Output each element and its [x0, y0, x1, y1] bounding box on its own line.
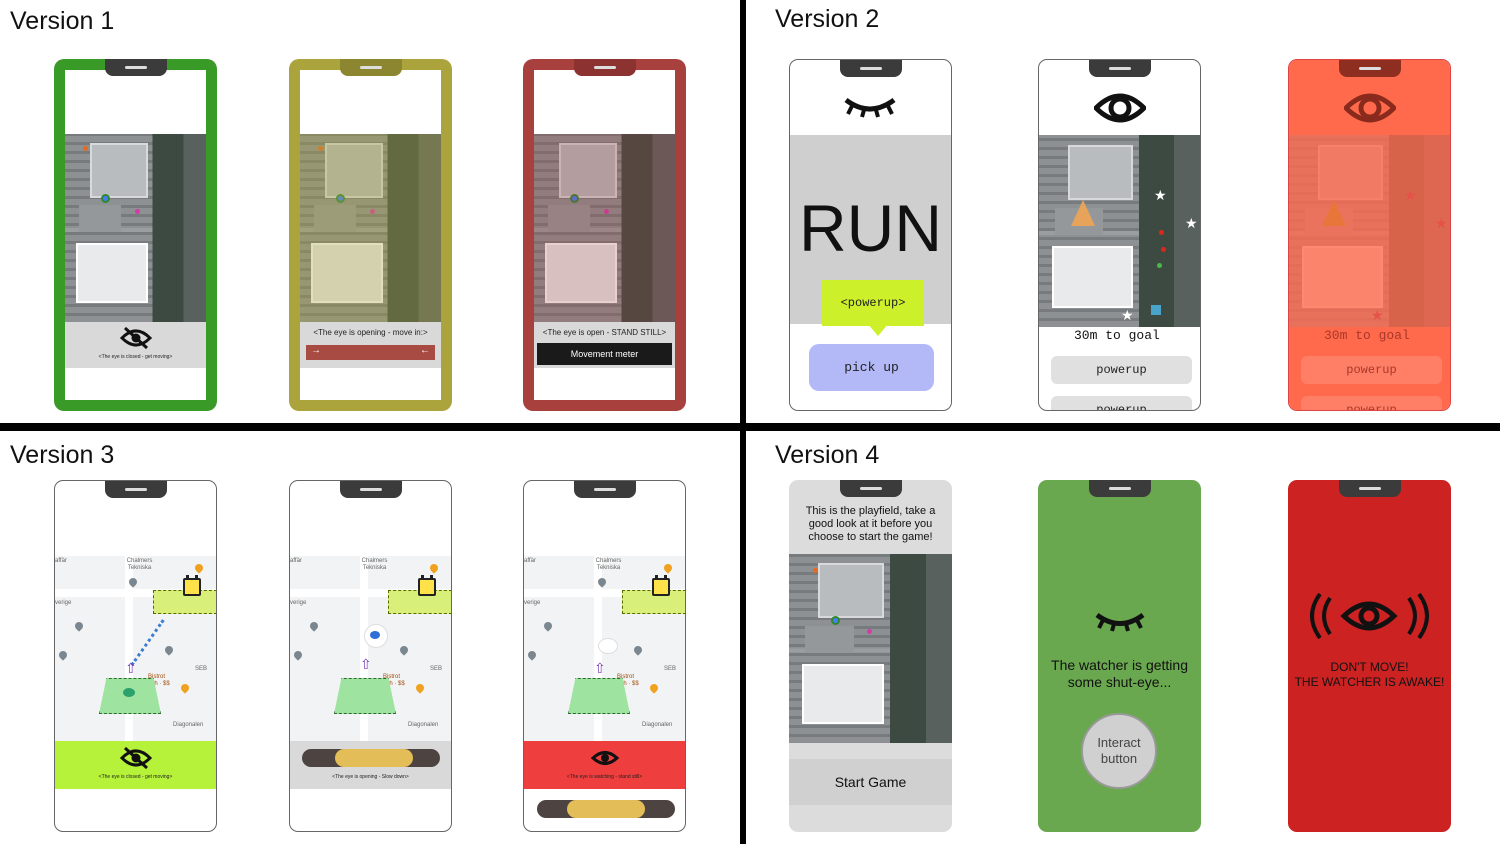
- run-text: RUN: [799, 191, 942, 265]
- satellite-map[interactable]: [300, 134, 441, 322]
- arrow-up-icon: ⇧: [594, 660, 606, 676]
- slider-knob[interactable]: [335, 749, 413, 767]
- bubble-tail: [868, 324, 888, 336]
- watcher-message: The watcher is getting some shut-eye...: [1051, 657, 1188, 690]
- goal-tower-icon: [183, 575, 201, 596]
- arrow-right-icon: →: [311, 345, 321, 356]
- eye-slash-icon: [120, 746, 152, 770]
- map-label: Chalmers Tekniska: [595, 558, 622, 571]
- star-icon: ★: [1404, 187, 1417, 203]
- watching-eye-icon: [1310, 592, 1429, 640]
- version-3-title: Version 3: [10, 441, 115, 469]
- status-bar: <The eye is open - STAND STILL> Movement…: [534, 322, 675, 368]
- v4-screen-3: DON'T MOVE! THE WATCHER IS AWAKE!: [1288, 480, 1451, 832]
- status-caption: <The eye is opening - move in:>: [313, 328, 428, 337]
- interact-button[interactable]: Interact button: [1081, 713, 1157, 789]
- arrow-left-icon: ←: [420, 345, 430, 356]
- status-caption: <The eye is open - STAND STILL>: [542, 328, 667, 337]
- open-eye-icon: [591, 751, 619, 765]
- status-bar: <The eye is closed - get moving>: [55, 741, 216, 789]
- warning-line-1: DON'T MOVE!: [1330, 660, 1409, 674]
- status-bar: <The eye is opening - Slow down>: [290, 741, 451, 789]
- eye-slider[interactable]: [537, 800, 675, 818]
- version-2-title: Version 2: [775, 5, 880, 33]
- warning-line-2: THE WATCHER IS AWAKE!: [1294, 675, 1445, 689]
- v3-screen-3: Chalmers Tekniska verige SEB Diagonalen …: [523, 480, 686, 832]
- street-map[interactable]: Chalmers Tekniska verige SEB Diagonalen …: [524, 556, 685, 741]
- player-triangle: [1071, 200, 1095, 226]
- status-caption: <The eye is watching - stand still>: [566, 774, 643, 780]
- eye-slash-icon: [120, 326, 152, 350]
- version-4-title: Version 4: [775, 441, 880, 469]
- map-label: Diagonalen: [642, 722, 673, 728]
- map-label: Diagonalen: [408, 722, 439, 728]
- distance-to-goal: 30m to goal: [1324, 328, 1410, 343]
- map-label: verige: [55, 600, 72, 606]
- v3-screen-2: Chalmers Tekniska verige SEB Diagonalen …: [289, 480, 452, 832]
- satellite-map[interactable]: [789, 554, 952, 743]
- star-icon: ★: [1435, 215, 1448, 231]
- v1-screen-1: <The eye is closed - get moving>: [54, 59, 217, 411]
- distance-to-goal: 30m to goal: [1074, 328, 1160, 343]
- status-bar: <The eye is watching - stand still>: [524, 741, 685, 789]
- powerup-button[interactable]: powerup: [1301, 356, 1442, 384]
- open-eye-icon: [1094, 93, 1146, 123]
- eye-slider[interactable]: [302, 749, 440, 767]
- satellite-map[interactable]: [65, 134, 206, 322]
- street-map[interactable]: Chalmers Tekniska verige SEB Diagonalen …: [290, 556, 451, 741]
- arrow-up-icon: ⇧: [360, 656, 372, 672]
- start-game-button[interactable]: Start Game: [789, 759, 952, 805]
- star-icon: ★: [1185, 215, 1198, 231]
- status-bar: <The eye is opening - move in:> → ←: [300, 322, 441, 368]
- map-label: SEB: [430, 666, 443, 672]
- v2-screen-1: RUN <powerup> pick up: [789, 59, 952, 411]
- horizontal-divider: [0, 423, 1500, 431]
- v3-screen-1: Chalmers Tekniska verige SEB Diagonalen …: [54, 480, 217, 832]
- map-label: affär: [524, 558, 536, 564]
- map-label: SEB: [195, 666, 208, 672]
- player-triangle: [1322, 200, 1346, 226]
- goal-tower-icon: [418, 575, 436, 596]
- v4-screen-2: The watcher is getting some shut-eye... …: [1038, 480, 1201, 832]
- powerup-button[interactable]: powerup: [1051, 356, 1192, 384]
- slider-knob[interactable]: [567, 800, 645, 818]
- pick-up-button[interactable]: pick up: [809, 344, 934, 391]
- map-label: affär: [55, 558, 67, 564]
- powerup-bubble: <powerup>: [822, 280, 924, 326]
- movement-meter: → ←: [306, 345, 435, 360]
- map-label: verige: [524, 600, 541, 606]
- star-icon: ★: [1154, 187, 1167, 203]
- status-caption: <The eye is closed - get moving>: [98, 774, 173, 780]
- v1-screen-3: <The eye is open - STAND STILL> Movement…: [523, 59, 686, 411]
- map-label: Diagonalen: [173, 722, 204, 728]
- map-label: Chalmers Tekniska: [361, 558, 388, 571]
- v2-screen-2: ★ ★ ★ 30m to goal powerup powerup: [1038, 59, 1201, 411]
- goal-tower-icon: [652, 575, 670, 596]
- map-label: affär: [290, 558, 302, 564]
- street-map[interactable]: Chalmers Tekniska verige SEB Diagonalen …: [55, 556, 216, 741]
- vertical-divider: [740, 0, 746, 844]
- movement-meter: Movement meter: [537, 343, 672, 365]
- map-label: SEB: [664, 666, 677, 672]
- status-caption: <The eye is opening - Slow down>: [332, 774, 409, 780]
- version-1-title: Version 1: [10, 7, 115, 35]
- v2-screen-3: ★ ★ ★ 30m to goal powerup powerup: [1288, 59, 1451, 411]
- star-icon: ★: [1371, 307, 1384, 323]
- closed-eye-icon: [844, 97, 896, 118]
- arrow-up-icon: ⇧: [125, 660, 137, 676]
- v4-screen-1: This is the playfield, take a good look …: [789, 480, 952, 832]
- satellite-map[interactable]: [534, 134, 675, 322]
- map-label: verige: [290, 600, 307, 606]
- status-caption: <The eye is closed - get moving>: [98, 354, 173, 360]
- closed-eye-icon: [1095, 612, 1145, 632]
- open-eye-icon: [1344, 93, 1396, 123]
- status-bar: <The eye is closed - get moving>: [65, 322, 206, 368]
- powerup-button-2[interactable]: powerup: [1301, 396, 1442, 410]
- powerup-button-2[interactable]: powerup: [1051, 396, 1192, 410]
- satellite-map[interactable]: ★ ★ ★: [1039, 135, 1200, 327]
- star-icon: ★: [1121, 307, 1134, 323]
- map-label: Chalmers Tekniska: [126, 558, 153, 571]
- intro-text: This is the playfield, take a good look …: [805, 505, 936, 543]
- v1-screen-2: <The eye is opening - move in:> → ←: [289, 59, 452, 411]
